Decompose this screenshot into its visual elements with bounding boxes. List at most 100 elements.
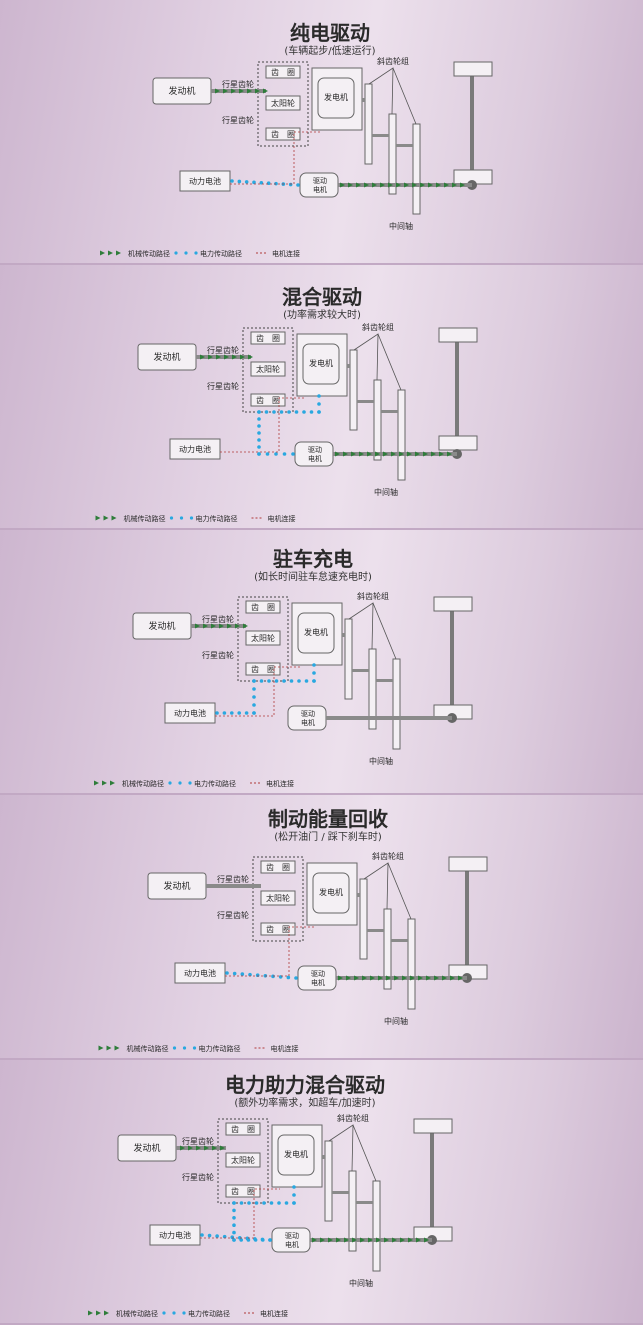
- bevel-gear-2: [388, 113, 397, 195]
- mid-shaft-label: 中间轴: [369, 756, 393, 766]
- elec-dot: [268, 1238, 272, 1242]
- mech-arrow-motor: [423, 451, 428, 457]
- legend-arrow: [94, 780, 99, 786]
- legend-wire-label: 电机连接: [271, 1044, 299, 1053]
- elec-dot: [215, 711, 219, 715]
- mode-panel-3: 驻车充电 (如长时间驻车怠速充电时) 发动机 齿 圈 太阳轮 齿 圈 行星齿轮 …: [0, 530, 643, 795]
- elec-dot: [294, 976, 298, 980]
- elec-dot: [294, 410, 299, 414]
- legend: 机械传动路径 电力传动路径 电机连接: [95, 514, 296, 523]
- elec-path: [200, 1185, 296, 1242]
- planet-gear-label-bottom: 行星齿轮: [222, 115, 254, 125]
- mech-arrow-motor: [351, 451, 356, 457]
- elec-dot: [225, 971, 229, 975]
- mid-shaft-label: 中间轴: [349, 1278, 373, 1288]
- mech-arrow-motor: [384, 1237, 389, 1243]
- legend-mech-label: 机械传动路径: [116, 1309, 158, 1318]
- elec-dot: [240, 972, 245, 976]
- powertrain-diagram: 制动能量回收 (松开油门 / 踩下刹车时) 发动机 齿 圈 太阳轮 齿 圈 行星…: [98, 807, 488, 1053]
- drive-motor-label-2: 电机: [308, 454, 322, 463]
- sun-gear: [260, 890, 296, 906]
- legend-arrow: [104, 1310, 109, 1316]
- mode-panel-2: 混合驱动 (功率需求较大时) 发动机 齿 圈 太阳轮 齿 圈 行星齿轮 行星齿轮…: [0, 265, 643, 530]
- legend-elec-label: 电力传动路径: [194, 779, 236, 788]
- bevel-gear-3: [407, 918, 416, 1010]
- drive-motor-label-1: 驱动: [313, 176, 327, 185]
- legend-arrow: [100, 250, 105, 256]
- panel-subtitle: (松开油门 / 踩下刹车时): [274, 830, 382, 843]
- legend-elec-swatch: [169, 516, 194, 520]
- rear-axle: [470, 76, 474, 170]
- legend-arrow: [111, 515, 117, 521]
- ring-gear-bottom: [265, 127, 301, 141]
- wire-line: [200, 1188, 280, 1239]
- mech-arrow-motor: [394, 975, 399, 981]
- wire-path: [230, 131, 320, 185]
- wire-line: [220, 397, 305, 453]
- generator-output-shaft: [342, 633, 345, 637]
- elec-dot: [257, 438, 261, 442]
- elec-dot: [267, 679, 271, 683]
- drive-motor-label-2: 电机: [313, 185, 327, 194]
- legend-dot: [178, 781, 182, 785]
- elec-dot: [244, 180, 249, 184]
- mech-arrow-motor: [442, 975, 447, 981]
- mech-arrow-engine: [200, 354, 205, 360]
- elec-dot: [244, 711, 249, 715]
- engine-label: 发动机: [163, 880, 190, 892]
- elec-dot: [252, 180, 256, 185]
- elec-dot: [254, 1201, 259, 1205]
- elec-dot: [266, 181, 271, 186]
- powertrain-diagram: 驻车充电 (如长时间驻车怠速充电时) 发动机 齿 圈 太阳轮 齿 圈 行星齿轮 …: [94, 547, 473, 788]
- battery-icon: [174, 962, 226, 984]
- mech-arrow-motor: [328, 1237, 333, 1243]
- elec-dot: [257, 452, 261, 456]
- panel-title: 电力助力混合驱动: [225, 1073, 385, 1097]
- bevel-gear-group-label: 斜齿轮组: [372, 851, 404, 861]
- legend-mech-label: 机械传动路径: [124, 514, 166, 523]
- elec-dot: [292, 1201, 296, 1205]
- battery-icon: [179, 170, 231, 192]
- engine-label: 发动机: [168, 85, 195, 97]
- mid-shaft-label: 中间轴: [384, 1016, 408, 1026]
- legend-arrow: [96, 1310, 101, 1316]
- legend-mech-label: 机械传动路径: [128, 249, 170, 258]
- bevel-link-2: [381, 410, 398, 413]
- elec-dot: [312, 671, 316, 675]
- ring-gear-top-label: 齿 圈: [251, 603, 275, 612]
- mech-arrow-motor: [400, 1237, 405, 1243]
- wire-path: [200, 1188, 280, 1239]
- mech-path: [200, 354, 452, 457]
- mech-arrow-engine: [188, 1145, 193, 1151]
- legend-dot: [174, 251, 178, 255]
- elec-dot: [252, 679, 256, 683]
- legend-mech-swatch: [94, 780, 115, 786]
- mode-panel-1: 纯电驱动 (车辆起步/低速运行) 发动机 齿 圈 太阳轮 齿 圈 行星齿轮 行星…: [0, 0, 643, 265]
- elec-path: [230, 179, 300, 187]
- drive-motor-label-1: 驱动: [285, 1231, 299, 1240]
- bevel-pointer-lines: [353, 333, 402, 391]
- sun-gear-label: 太阳轮: [271, 98, 295, 108]
- generator-output-shaft: [347, 364, 350, 368]
- mech-arrow-motor: [348, 182, 353, 188]
- engine-shaft: [206, 884, 261, 888]
- elec-dot: [257, 410, 261, 414]
- elec-dot: [222, 711, 227, 715]
- mech-path: [338, 975, 463, 981]
- engine-block: 发动机: [137, 343, 197, 371]
- ring-gear-bottom-label: 齿 圈: [256, 396, 280, 405]
- mech-arrow-motor: [444, 182, 449, 188]
- generator-output-shaft: [362, 98, 365, 102]
- bevel-gear-group-label: 斜齿轮组: [357, 591, 389, 601]
- elec-dot: [247, 1201, 251, 1205]
- mech-arrow-motor: [418, 975, 423, 981]
- wheel-bottom: [438, 435, 478, 451]
- drive-motor-label-1: 驱动: [308, 445, 322, 454]
- bevel-gear-3: [397, 389, 406, 481]
- elec-dot: [312, 679, 316, 683]
- mech-arrow-motor: [383, 451, 388, 457]
- battery-icon: [169, 438, 221, 460]
- mech-arrow-motor: [439, 451, 444, 457]
- elec-dot: [257, 445, 261, 449]
- mech-arrow-motor: [312, 1237, 317, 1243]
